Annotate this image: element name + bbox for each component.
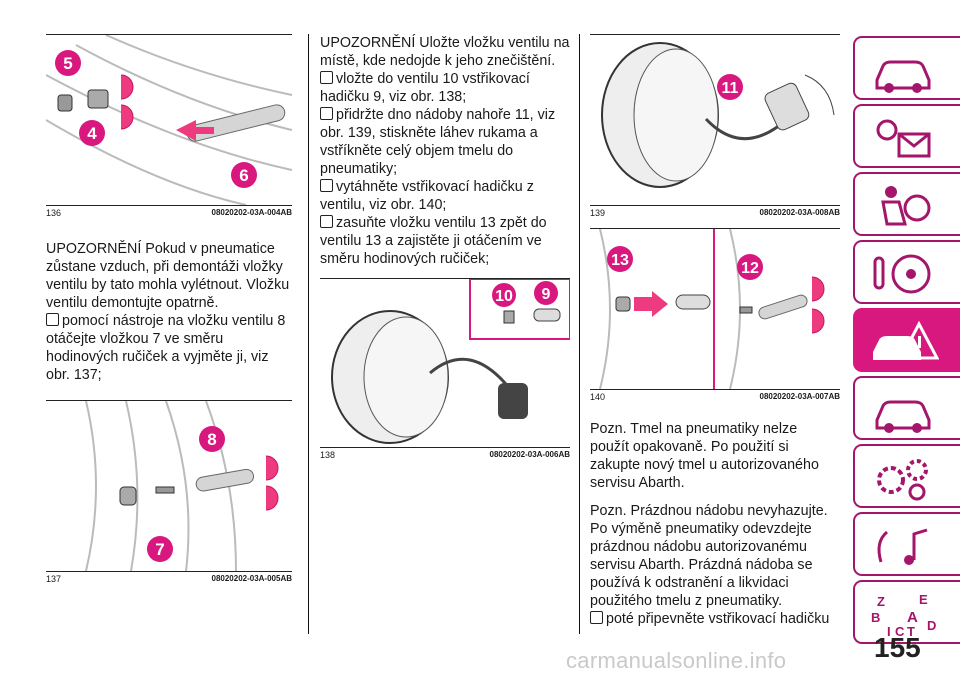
figure-136-illustration: 5 4 6 — [46, 35, 292, 205]
callout-7: 7 — [155, 540, 164, 559]
callout-11: 11 — [722, 80, 739, 97]
figure-code: 08020202-03A-008AB — [759, 208, 841, 217]
callout-13: 13 — [611, 252, 629, 269]
figure-code: 08020202-03A-007AB — [759, 392, 841, 401]
note-text: Pozn. Prázdnou nádobu nevyhazujte. Po vý… — [590, 503, 828, 609]
multimedia-icon — [877, 528, 928, 565]
tab-car[interactable] — [853, 36, 960, 100]
figure-number: 136 — [46, 208, 62, 218]
bullet-item: pomocí nástroje na vložku ventilu 8 otáč… — [46, 312, 292, 384]
figure-code: 08020202-03A-005AB — [211, 574, 293, 583]
bullet-item: vložte do ventilu 10 vstřikovací hadičku… — [320, 70, 570, 106]
callout-10: 10 — [495, 288, 513, 305]
column-1: 5 4 6 136 08020202-03A-004AB UPOZORNĚNÍ … — [46, 34, 292, 584]
tab-emergency[interactable] — [853, 308, 960, 372]
figure-caption: 139 08020202-03A-008AB — [590, 205, 840, 218]
tab-technical-data[interactable] — [853, 444, 960, 508]
index-letters-icon: Z E B A I C T D — [871, 592, 936, 638]
bullet-item: zasuňte vložku ventilu 13 zpět do ventil… — [320, 214, 570, 268]
tab-safety[interactable] — [853, 172, 960, 236]
index-letter: E — [919, 592, 928, 607]
tab-warning-lights[interactable] — [853, 104, 960, 168]
figure-caption: 137 08020202-03A-005AB — [46, 571, 292, 584]
callout-9: 9 — [542, 286, 551, 303]
callout-5: 5 — [63, 54, 72, 73]
index-letter: T — [907, 624, 915, 638]
figure-139-illustration: 11 — [601, 42, 835, 188]
index-letter: I — [887, 624, 891, 638]
watermark: carmanualsonline.info — [566, 648, 787, 673]
tab-maintenance[interactable] — [853, 376, 960, 440]
figure-number: 138 — [320, 450, 336, 460]
index-letter: Z — [877, 594, 885, 609]
callout-4: 4 — [87, 124, 97, 143]
figure-code: 08020202-03A-006AB — [489, 450, 571, 459]
tab-index[interactable]: Z E B A I C T D — [853, 580, 960, 644]
safety-airbag-icon — [881, 186, 931, 226]
figure-caption: 138 08020202-03A-006AB — [320, 447, 570, 460]
warning-lights-icon — [876, 119, 931, 158]
figure-number: 137 — [46, 574, 62, 584]
figure-136: 5 4 6 136 08020202-03A-004AB — [46, 34, 292, 218]
steering-icon — [873, 254, 931, 294]
figure-number: 139 — [590, 208, 606, 218]
index-letter: C — [895, 624, 905, 638]
page-number: 155 — [874, 632, 921, 663]
callout-8: 8 — [207, 430, 216, 449]
warning-text: UPOZORNĚNÍ Pokud v pneumatice zůstane vz… — [46, 241, 290, 311]
index-letter: A — [907, 609, 918, 626]
figure-code: 08020202-03A-004AB — [211, 208, 293, 217]
tab-starting-driving[interactable] — [853, 240, 960, 304]
figure-137-illustration: 8 7 — [85, 401, 279, 571]
bullet-item: přidržte dno nádoby nahoře 11, viz obr. … — [320, 106, 570, 178]
callout-6: 6 — [239, 166, 248, 185]
car-icon — [875, 60, 931, 93]
figure-number: 140 — [590, 392, 606, 402]
bullet-item: vytáhněte vstřikovací hadičku z ventilu,… — [320, 178, 570, 214]
figure-138: 10 9 138 08020202-03A-006AB — [320, 278, 570, 460]
settings-gears-icon — [877, 459, 928, 501]
column-3: 11 139 08020202-03A-008AB 13 12 140 0802 — [590, 34, 840, 628]
figure-137: 8 7 137 08020202-03A-005AB — [46, 400, 292, 584]
figure-138-illustration: 10 9 — [331, 279, 570, 444]
bullet-item: poté připevněte vstřikovací hadičku — [590, 610, 840, 628]
figure-140: 13 12 140 08020202-03A-007AB — [590, 228, 840, 402]
column-divider — [579, 34, 580, 634]
column-divider — [308, 34, 309, 634]
figure-caption: 136 08020202-03A-004AB — [46, 205, 292, 218]
warning-text: UPOZORNĚNÍ Uložte vložku ventilu na míst… — [320, 35, 570, 69]
index-letter: B — [871, 610, 880, 625]
figure-caption: 140 08020202-03A-007AB — [590, 389, 840, 402]
callout-12: 12 — [741, 260, 759, 277]
car-service-icon — [875, 400, 931, 433]
note-text: Pozn. Tmel na pneumatiky nelze použít op… — [590, 421, 819, 491]
tab-multimedia[interactable] — [853, 512, 960, 576]
column-2: UPOZORNĚNÍ Uložte vložku ventilu na míst… — [320, 34, 570, 460]
emergency-icon — [873, 320, 939, 360]
figure-140-illustration: 13 12 — [599, 229, 825, 389]
figure-139: 11 139 08020202-03A-008AB — [590, 34, 840, 218]
index-letter: D — [927, 618, 936, 633]
